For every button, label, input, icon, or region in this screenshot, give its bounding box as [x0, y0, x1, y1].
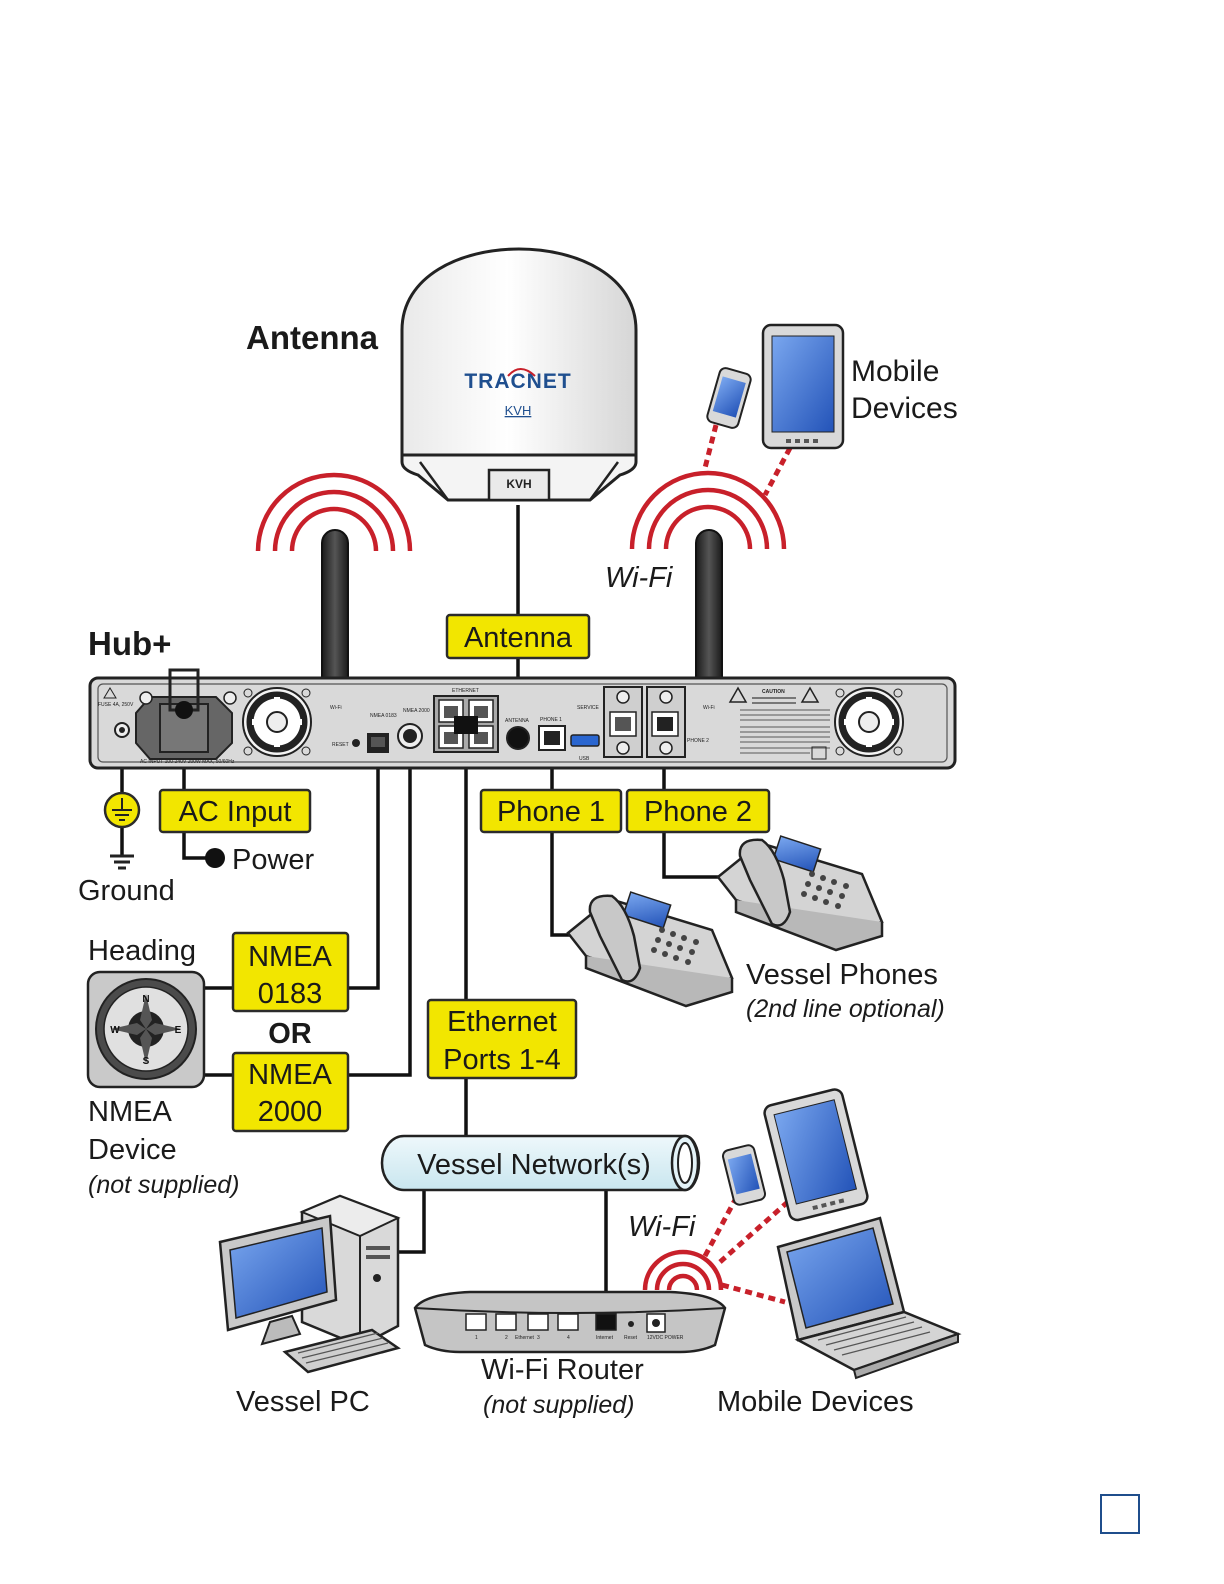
svg-text:12VDC POWER: 12VDC POWER	[647, 1335, 684, 1341]
dome-brand: TRACNET	[464, 370, 571, 393]
panel-usb-label: USB	[579, 756, 590, 762]
tag-ethernet: Ethernet Ports 1-4	[426, 998, 578, 1080]
ethernet-ports: ETHERNET	[433, 688, 499, 753]
dome-base-logo: KVH	[506, 477, 531, 491]
tag-nmea2000: NMEA 2000	[231, 1051, 350, 1133]
antenna-dome: KVH TRACNET KVH	[400, 247, 638, 502]
tag-phone1: Phone 1	[479, 788, 623, 834]
nmea-device-line2: Device	[88, 1134, 177, 1166]
panel-nmea2000-label: NMEA 2000	[403, 708, 430, 714]
svg-text:1: 1	[475, 1335, 478, 1341]
mobile-devices-bottom-label: Mobile Devices	[717, 1386, 914, 1418]
mobile-devices-top-line1: Mobile	[851, 355, 939, 388]
panel-reset-label: RESET	[332, 742, 349, 748]
panel-ethernet-label: ETHERNET	[452, 688, 479, 694]
panel-wifi-right-label: Wi-Fi	[703, 705, 715, 711]
nmea-device-line1: NMEA	[88, 1096, 172, 1128]
panel-ac-rating: AC INPUT 100-240V 200W MAX, 50/60Hz	[140, 759, 235, 765]
compass-s: S	[143, 1056, 150, 1067]
svg-text:3: 3	[537, 1335, 540, 1341]
panel-wifi-left-label: Wi-Fi	[330, 705, 342, 711]
laptop-icon	[776, 1216, 962, 1380]
svg-text:4: 4	[567, 1335, 570, 1341]
wifi-label-top: Wi-Fi	[605, 562, 674, 594]
heading-label: Heading	[88, 935, 196, 967]
svg-text:Ports 1-4: Ports 1-4	[443, 1044, 561, 1076]
tag-ac-input: AC Input	[158, 788, 312, 834]
compass-e: E	[175, 1025, 182, 1036]
svg-text:AC Input: AC Input	[179, 796, 292, 828]
wifi-router-icon: 1 2 Ethernet 3 4 Internet Reset 12VDC PO…	[413, 1290, 727, 1354]
panel-phone1-label: PHONE 1	[540, 717, 562, 723]
panel-phone2-label: PHONE 2	[687, 738, 709, 744]
mobile-devices-top-line2: Devices	[851, 392, 958, 425]
svg-text:Ethernet: Ethernet	[447, 1006, 557, 1038]
tag-nmea0183: NMEA 0183	[231, 931, 350, 1013]
ground-label: Ground	[78, 875, 175, 907]
page-number-box	[1100, 1494, 1140, 1534]
caution-label: CAUTION	[728, 686, 830, 760]
panel-service-label: SERVICE	[577, 705, 600, 711]
panel-caution-text: CAUTION	[762, 689, 785, 695]
svg-text:2000: 2000	[258, 1096, 323, 1128]
panel-fuse-label: FUSE 4A, 250V	[98, 702, 134, 708]
svg-text:NMEA: NMEA	[248, 1059, 332, 1091]
panel-antenna-label: ANTENNA	[505, 718, 530, 724]
desk-phone-icon	[716, 835, 884, 952]
svg-text:Reset: Reset	[624, 1335, 638, 1341]
svg-text:Ethernet: Ethernet	[515, 1335, 535, 1341]
hub-wifi-antenna-right	[629, 470, 787, 703]
tablet-icon	[763, 1088, 869, 1222]
smartphone-icon	[706, 367, 752, 429]
power-label: Power	[232, 844, 315, 876]
dome-maker-logo: KVH	[505, 403, 532, 418]
tag-antenna: Antenna	[445, 613, 591, 660]
wifi-label-bottom: Wi-Fi	[628, 1211, 697, 1243]
antenna-connector	[506, 726, 530, 750]
panel-nmea0183-label: NMEA 0183	[370, 713, 397, 719]
wifi-router-note: (not supplied)	[483, 1391, 634, 1419]
compass-icon: N E S W	[86, 970, 206, 1089]
tag-phone2: Phone 2	[625, 788, 771, 834]
vessel-phones-label: Vessel Phones	[746, 959, 938, 991]
svg-text:Internet: Internet	[596, 1335, 614, 1341]
dome-brand-swoosh	[507, 368, 536, 377]
ac-power-inlet: AC INPUT 100-240V 200W MAX, 50/60Hz	[135, 668, 237, 765]
fan-right-icon	[834, 687, 904, 757]
hub-wifi-antenna-left	[255, 472, 413, 703]
svg-text:2: 2	[505, 1335, 508, 1341]
compass-n: N	[142, 994, 149, 1005]
usb-port-icon	[570, 734, 600, 747]
tablet-icon	[761, 323, 845, 450]
nmea-device-note: (not supplied)	[88, 1171, 239, 1199]
mobile-devices-top: Mobile Devices	[702, 323, 958, 497]
svg-text:0183: 0183	[258, 978, 323, 1010]
vessel-network-pipe: Vessel Network(s)	[380, 1134, 701, 1192]
wifi-router-label: Wi-Fi Router	[481, 1354, 644, 1386]
or-label: OR	[268, 1018, 312, 1050]
hub-title: Hub+	[88, 625, 171, 662]
svg-text:NMEA: NMEA	[248, 941, 332, 973]
svg-text:Phone 1: Phone 1	[497, 796, 605, 828]
hub-rear-panel: FUSE 4A, 250V AC INPUT 100-240V 200W MAX…	[88, 668, 957, 770]
ground-symbol-icon	[103, 791, 141, 870]
antenna-title: Antenna	[246, 319, 379, 356]
desk-phone-icon	[566, 891, 734, 1008]
vessel-pc-label: Vessel PC	[236, 1386, 370, 1418]
svg-text:Antenna: Antenna	[464, 622, 573, 654]
router-wifi-signal-icon	[642, 1198, 792, 1305]
fan-left-icon	[242, 687, 312, 757]
compass-w: W	[110, 1025, 120, 1036]
power-plug-icon	[205, 848, 225, 868]
reset-button	[352, 739, 360, 747]
vessel-network-label: Vessel Network(s)	[417, 1149, 651, 1181]
svg-text:Phone 2: Phone 2	[644, 796, 752, 828]
desktop-computer-icon	[218, 1194, 401, 1374]
smartphone-icon	[721, 1144, 767, 1206]
vessel-phones-note: (2nd line optional)	[746, 995, 945, 1023]
